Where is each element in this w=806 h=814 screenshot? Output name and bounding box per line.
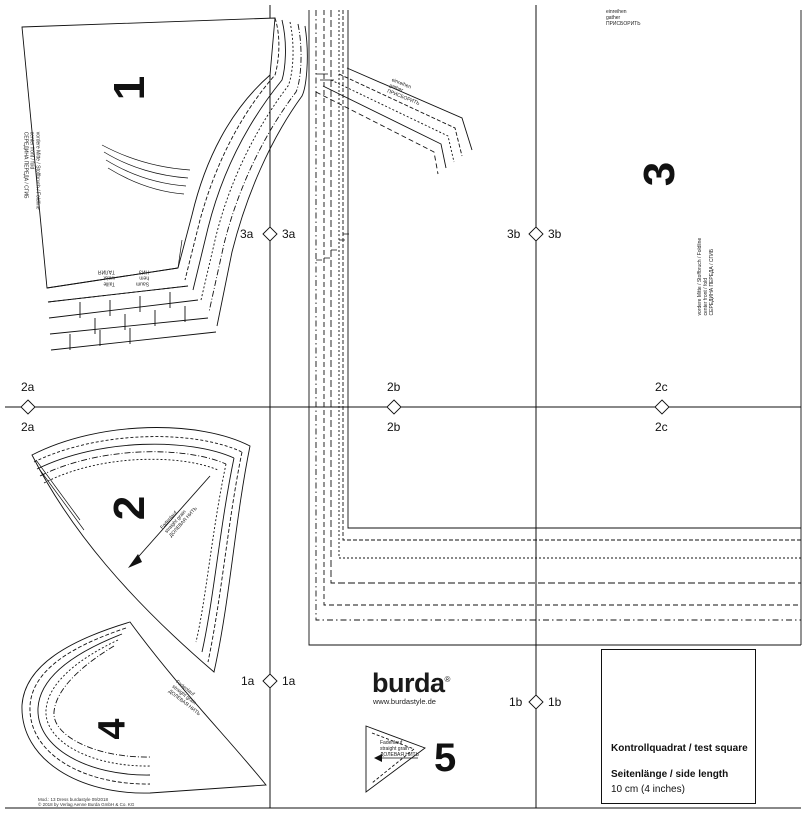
piece-number-4: 4: [91, 718, 134, 740]
marker-1a-left: 1a: [241, 674, 255, 688]
test-square-box: [601, 649, 756, 804]
marker-2a-top: 2a: [21, 380, 35, 394]
piece-2-outline: [31, 427, 251, 673]
piece-number-5: 5: [434, 736, 457, 780]
footer-credit: Mod.: 13 Dress burdastyle 09/2018 © 2018…: [38, 797, 135, 808]
test-square-size: 10 cm (4 inches): [611, 784, 685, 795]
waist-note-1: Taille waist ТАЛИЯ: [98, 268, 115, 287]
piece-1-outline: [21, 17, 308, 351]
marker-3b-left: 3b: [507, 227, 521, 241]
marker-3a-right: 3a: [282, 227, 296, 241]
marker-2c-bottom: 2c: [655, 420, 668, 434]
marker-2b-top: 2b: [387, 380, 401, 394]
piece-number-3: 3: [635, 161, 685, 187]
marker-1b-right: 1b: [548, 695, 562, 709]
marker-1b-left: 1b: [509, 695, 523, 709]
gather-note: einreihen gather ПРИСБОРИТЬ: [606, 9, 641, 27]
piece-number-1: 1: [105, 75, 155, 101]
hem-note-1: Saum hem НИЗ: [136, 268, 150, 287]
piece-3-outline: [308, 10, 802, 646]
grain-note-5: Fadenlauf straight grain ДОЛЕВАЯ НИТЬ: [380, 740, 419, 758]
marker-3b-right: 3b: [548, 227, 562, 241]
piece-number-2: 2: [105, 495, 155, 521]
marker-1a-right: 1a: [282, 674, 296, 688]
piece-4-outline: [21, 621, 267, 794]
front-center-note-3: vordere Mitte / Stoffbruch / Foldline ce…: [697, 237, 715, 316]
notch-diamonds: [20, 226, 670, 710]
marker-2a-bottom: 2a: [21, 420, 35, 434]
test-square-side-label: Seitenlänge / side length: [611, 769, 729, 780]
website-link: www.burdastyle.de: [373, 697, 436, 706]
test-square-title: Kontrollquadrat / test square: [611, 743, 748, 754]
marker-2c-top: 2c: [655, 380, 668, 394]
burda-logo: burda®: [372, 668, 450, 698]
marker-2b-bottom: 2b: [387, 420, 401, 434]
marker-3a-left: 3a: [240, 227, 254, 241]
piece-5-outline: [365, 725, 426, 793]
front-center-note-1: vordere Mitte / Stoffbruch / Foldline ce…: [22, 131, 41, 210]
